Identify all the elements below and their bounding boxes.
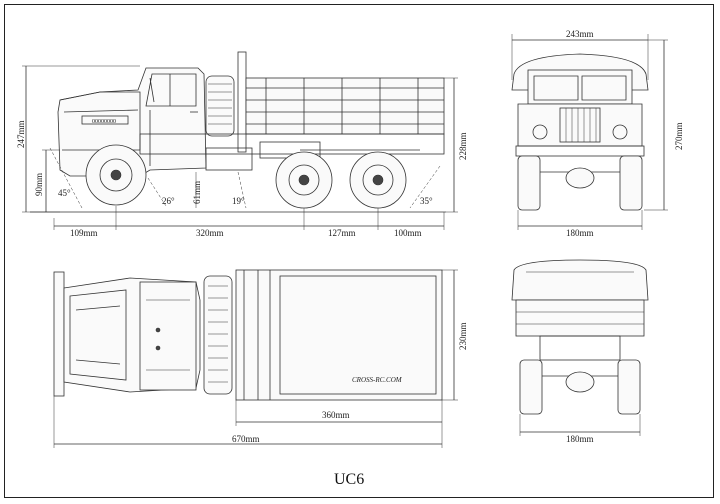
svg-text:00000000: 00000000 [92, 119, 116, 125]
dim-departure-angle: 35° [420, 196, 433, 206]
dim-length-total: 670mm [232, 434, 260, 444]
dim-bed-width: 230mm [458, 322, 468, 350]
front-view [511, 34, 668, 230]
dim-height-total: 247mm [16, 120, 26, 148]
dim-rear-overhang: 100mm [394, 228, 422, 238]
dim-height-bed: 228mm [458, 132, 468, 160]
dim-ground-clearance: 90mm [34, 173, 44, 196]
side-view: 00000000 [22, 51, 458, 230]
dim-front-overhang: 109mm [70, 228, 98, 238]
dim-wheelbase-front: 320mm [196, 228, 224, 238]
side-wheel-front [85, 144, 147, 206]
dim-front-height: 270mm [674, 122, 684, 150]
dim-front-track: 180mm [566, 228, 594, 238]
dim-mid-angle: 19° [232, 196, 245, 206]
dim-mid-height: 61mm [192, 181, 202, 204]
side-wheel-rear [349, 151, 407, 209]
drawing-title: UC6 [334, 471, 364, 488]
dim-bed-length: 360mm [322, 410, 350, 420]
dim-front-width: 243mm [566, 29, 594, 39]
rear-view [511, 259, 649, 436]
top-brand-text: CROSS-RC.COM [352, 376, 403, 384]
top-view [53, 269, 458, 448]
dim-wheelbase-rear: 127mm [328, 228, 356, 238]
dim-rear-track: 180mm [566, 434, 594, 444]
dim-front-angle: 26° [162, 196, 175, 206]
dim-approach-angle: 45° [58, 188, 71, 198]
side-wheel-mid [275, 151, 333, 209]
